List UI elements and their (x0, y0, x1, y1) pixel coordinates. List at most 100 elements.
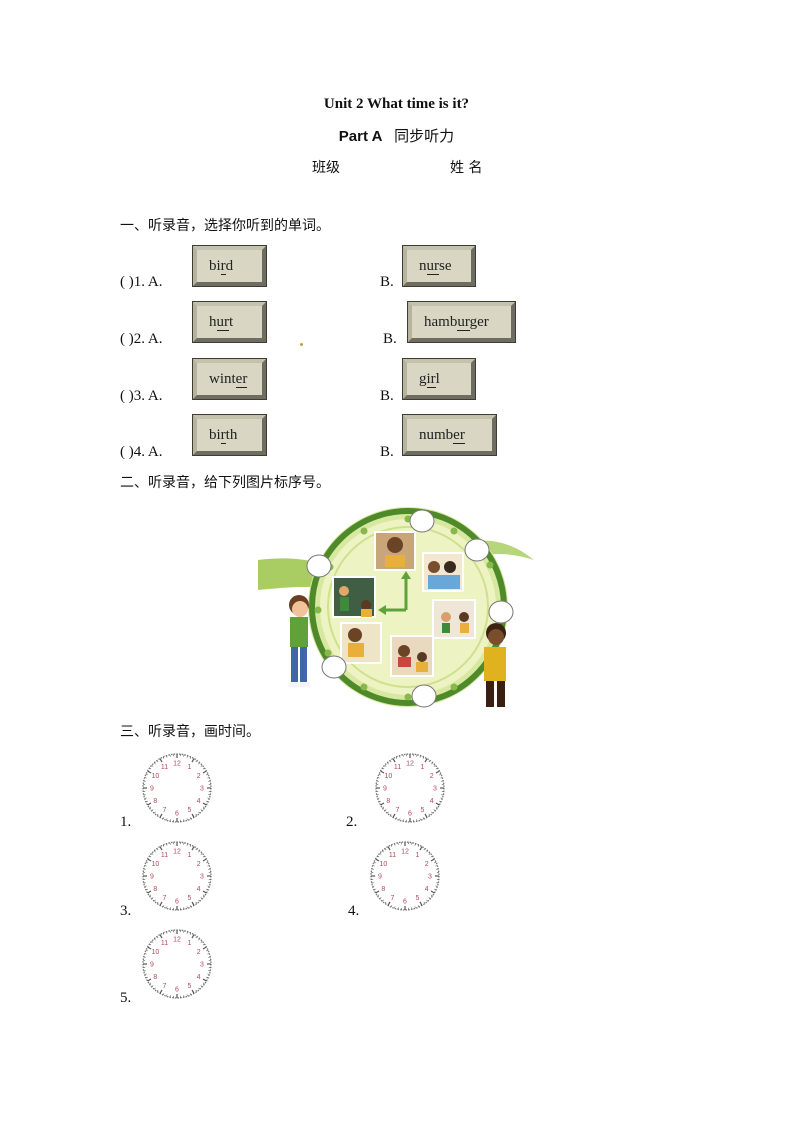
svg-text:8: 8 (153, 974, 157, 981)
q1-option-b-nurse[interactable]: nurse (403, 246, 475, 286)
svg-text:8: 8 (381, 886, 385, 893)
clock-3-label: 3. (120, 903, 132, 919)
clock-1-label: 1. (120, 814, 132, 830)
svg-text:3: 3 (200, 786, 204, 793)
section2-heading: 二、听录音，给下列图片标序号。 (120, 475, 330, 491)
underline-letters: ir (426, 371, 436, 388)
svg-text:7: 7 (163, 807, 167, 814)
q2-option-b-hamburger[interactable]: hamburger (408, 302, 515, 342)
section3-heading: 三、听录音，画时间。 (120, 724, 260, 740)
svg-text:7: 7 (391, 895, 395, 902)
worksheet-subtitle: Part A 同步听力 (0, 125, 793, 146)
svg-text:10: 10 (379, 861, 387, 868)
svg-text:6: 6 (408, 811, 412, 818)
q3-option-a-winter[interactable]: winter (193, 359, 266, 399)
svg-text:5: 5 (421, 807, 425, 814)
svg-text:4: 4 (430, 798, 434, 805)
clock-scene-image (258, 507, 534, 708)
svg-text:10: 10 (151, 773, 159, 780)
svg-text:1: 1 (188, 852, 192, 859)
section1-heading: 一、听录音，选择你听到的单词。 (120, 218, 330, 234)
worksheet-title: Unit 2 What time is it? (323, 96, 470, 112)
svg-text:9: 9 (378, 874, 382, 881)
svg-text:11: 11 (161, 852, 168, 859)
svg-text:1: 1 (416, 852, 420, 859)
svg-text:12: 12 (173, 849, 181, 856)
underline-letters: er (453, 427, 465, 444)
svg-text:3: 3 (200, 874, 204, 881)
question-2-prefix: ( )2. A. (120, 331, 163, 347)
svg-text:12: 12 (173, 937, 181, 944)
q1-option-a-bird[interactable]: bird (193, 246, 266, 286)
question-3-prefix: ( )3. A. (120, 388, 163, 404)
question-1-prefix: ( )1. A. (120, 274, 163, 290)
svg-text:2: 2 (430, 773, 434, 780)
question-3-option-b-label: B. (380, 388, 394, 404)
svg-text:4: 4 (197, 974, 201, 981)
svg-text:1: 1 (188, 764, 192, 771)
part-description: 同步听力 (394, 127, 455, 145)
svg-text:2: 2 (425, 861, 429, 868)
svg-text:7: 7 (396, 807, 400, 814)
underline-letters: er (235, 371, 248, 388)
svg-text:11: 11 (394, 764, 401, 771)
svg-text:1: 1 (188, 940, 192, 947)
svg-text:8: 8 (153, 886, 157, 893)
svg-text:11: 11 (161, 940, 168, 947)
question-2-option-b-label: B. (383, 331, 397, 347)
svg-text:4: 4 (425, 886, 429, 893)
class-label: 班级 (312, 160, 340, 176)
svg-text:3: 3 (428, 874, 432, 881)
svg-text:9: 9 (150, 962, 154, 969)
q2-option-a-hurt[interactable]: hurt (193, 302, 266, 342)
svg-text:12: 12 (173, 761, 181, 768)
q4-option-b-number[interactable]: number (403, 415, 496, 455)
svg-text:7: 7 (163, 895, 167, 902)
svg-text:8: 8 (386, 798, 390, 805)
svg-text:2: 2 (197, 861, 201, 868)
svg-text:10: 10 (151, 949, 159, 956)
svg-text:2: 2 (197, 773, 201, 780)
svg-text:5: 5 (188, 895, 192, 902)
q4-option-a-birth[interactable]: birth (193, 415, 266, 455)
svg-text:12: 12 (406, 761, 414, 768)
svg-text:9: 9 (150, 786, 154, 793)
answer-circle (411, 684, 437, 708)
svg-text:4: 4 (197, 886, 201, 893)
q3-option-b-girl[interactable]: girl (403, 359, 475, 399)
svg-text:6: 6 (175, 899, 179, 906)
part-label: Part A (338, 128, 383, 145)
svg-text:11: 11 (161, 764, 168, 771)
name-label: 姓 名 (450, 160, 483, 176)
answer-circle (488, 600, 514, 624)
svg-text:8: 8 (153, 798, 157, 805)
answer-circle (321, 655, 347, 679)
clock-5-label: 5. (120, 990, 132, 1006)
svg-text:1: 1 (421, 764, 425, 771)
svg-text:10: 10 (384, 773, 392, 780)
clock-2-label: 2. (346, 814, 358, 830)
answer-circle (409, 509, 435, 533)
svg-text:10: 10 (151, 861, 159, 868)
svg-text:5: 5 (416, 895, 420, 902)
svg-text:5: 5 (188, 983, 192, 990)
daily-routine-clock-illustration (258, 505, 534, 710)
underline-letters: ur (216, 314, 229, 331)
svg-text:11: 11 (389, 852, 396, 859)
svg-text:6: 6 (175, 987, 179, 994)
clock-4-label: 4. (348, 903, 360, 919)
svg-text:2: 2 (197, 949, 201, 956)
svg-text:12: 12 (401, 849, 409, 856)
svg-text:5: 5 (188, 807, 192, 814)
stray-dot (300, 343, 303, 346)
